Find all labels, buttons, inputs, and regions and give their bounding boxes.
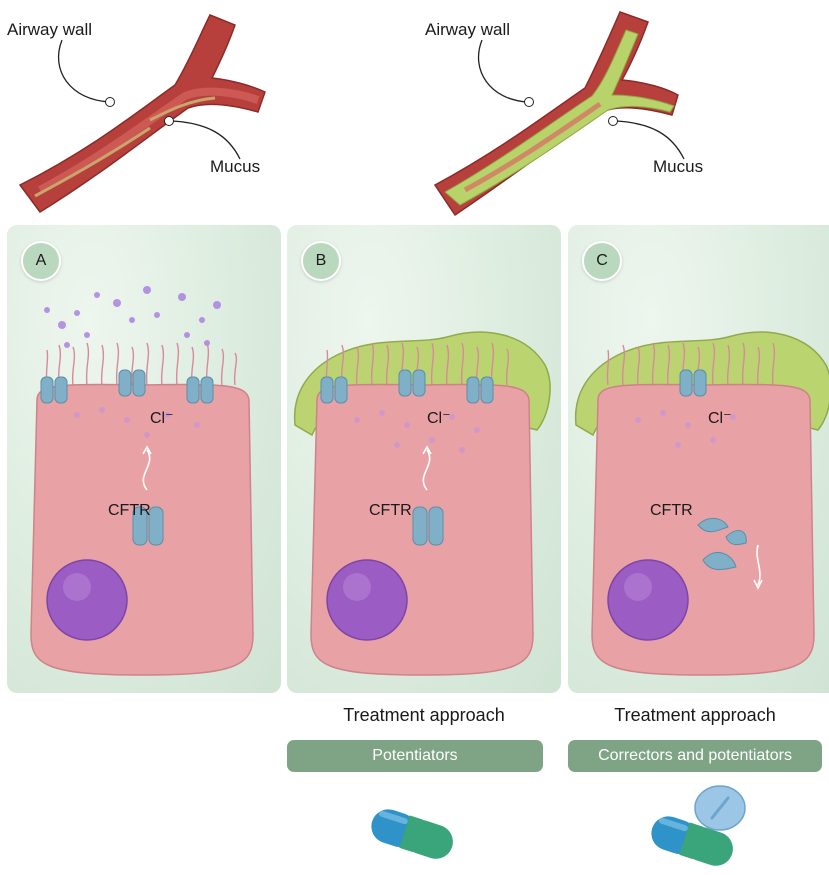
panel-a-nucleus <box>46 559 128 641</box>
healthy-airway-tube <box>18 14 266 214</box>
panel-a-internal-cftr <box>132 506 164 546</box>
panel-b-cftr-label: CFTR <box>369 502 412 519</box>
panel-c-cftr-label: CFTR <box>650 502 693 519</box>
panel-a-cell <box>30 286 254 676</box>
healthy-mucus-dot <box>164 116 174 126</box>
panel-c: C Cl⁻ CFTR <box>568 225 829 693</box>
panel-c-cell <box>574 331 829 676</box>
treatment-c-heading: Treatment approach <box>614 705 776 725</box>
healthy-mucus-label: Mucus <box>210 157 261 176</box>
treatment-b-drug: Potentiators <box>287 740 543 772</box>
cf-mucus-pointer <box>615 120 685 160</box>
treatment-c-drug: Correctors and potentiators <box>568 740 822 772</box>
panel-a: A <box>7 225 281 693</box>
cf-mucus-dot <box>608 116 618 126</box>
treatment-b-heading: Treatment approach <box>343 705 505 725</box>
cf-wall-dot <box>524 97 534 107</box>
healthy-wall-dot <box>105 97 115 107</box>
panel-a-surface-cftr <box>40 369 214 404</box>
panel-a-badge: A <box>21 241 61 281</box>
panel-c-chloride-label: Cl⁻ <box>708 410 732 427</box>
cf-mucus-label: Mucus <box>653 157 704 176</box>
healthy-mucus-pointer <box>171 120 241 160</box>
panel-a-chloride-dots <box>44 286 221 348</box>
panel-a-chloride-label: Cl⁻ <box>150 410 174 427</box>
capsule-icon-b <box>371 809 453 859</box>
panel-b: B Cl⁻ CFTR <box>287 225 561 693</box>
cf-airway-wall-label: Airway wall <box>425 20 511 39</box>
healthy-wall-pointer <box>57 39 111 103</box>
panel-b-cell <box>293 331 551 676</box>
capsule-icon-c <box>651 816 733 866</box>
panel-b-chloride-label: Cl⁻ <box>427 410 451 427</box>
panel-c-misfolded-cftr <box>697 518 747 571</box>
panel-c-badge: C <box>582 241 622 281</box>
tablet-icon-c <box>694 785 746 831</box>
cf-wall-pointer <box>477 39 529 103</box>
panel-a-cftr-label: CFTR <box>108 502 151 519</box>
healthy-airway-wall-label: Airway wall <box>7 20 93 39</box>
cf-airway-tube <box>433 11 679 217</box>
panel-b-badge: B <box>301 241 341 281</box>
